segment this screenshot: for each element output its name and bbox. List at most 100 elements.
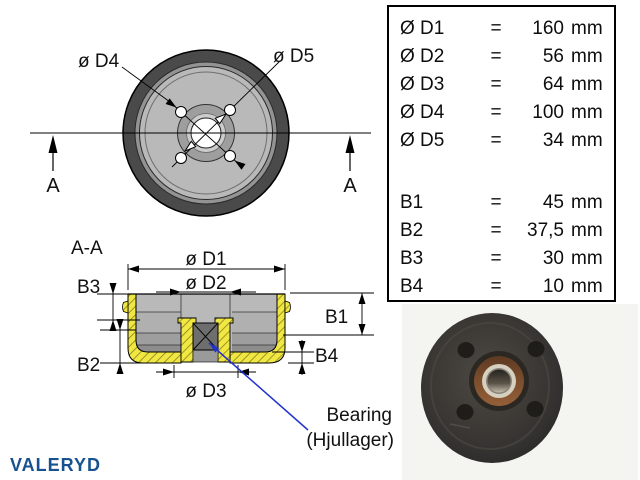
bolt-circle-arrowhead <box>234 160 246 170</box>
photo-bolt-hole <box>457 342 475 358</box>
dim-value: 100 <box>532 102 564 123</box>
dim-d1: ø D1 <box>127 249 286 290</box>
table-row: Ø D1 = 160 mm <box>389 15 614 43</box>
section-step <box>232 333 277 345</box>
dim-value: 45 <box>542 192 564 213</box>
table-row: Ø D2 = 56 mm <box>389 43 614 71</box>
dim-value: 56 <box>542 46 564 67</box>
dim-name: Ø D4 <box>400 102 445 123</box>
dim-value: 64 <box>542 74 564 95</box>
bolt-hole <box>175 152 187 164</box>
dim-unit: mm <box>571 130 603 151</box>
d2-label: ø D2 <box>185 273 226 294</box>
dim-unit: mm <box>571 46 603 67</box>
b2-label: B2 <box>77 355 100 376</box>
dim-unit: mm <box>571 248 603 269</box>
dim-unit: mm <box>571 74 603 95</box>
dim-name: Ø D1 <box>400 18 445 39</box>
dim-d2: ø D2 <box>156 273 256 296</box>
d5-label: ø D5 <box>273 46 314 67</box>
equals: = <box>490 74 502 95</box>
d4-leader <box>121 66 171 103</box>
table-row: B3 = 30 mm <box>389 245 614 273</box>
equals: = <box>490 130 502 151</box>
equals: = <box>490 248 502 269</box>
dim-d3: ø D3 <box>156 365 256 402</box>
dim-b4: B4 <box>272 340 339 375</box>
dim-name: Ø D5 <box>400 130 445 151</box>
dim-name: B3 <box>400 248 424 269</box>
dim-value: 10 <box>542 276 564 297</box>
section-step <box>136 312 181 333</box>
dim-value: 160 <box>532 18 564 39</box>
bore-d3 <box>192 349 219 363</box>
section-letter-left: A <box>46 175 60 197</box>
equals: = <box>490 192 502 213</box>
dim-name: Ø D2 <box>400 46 445 67</box>
equals: = <box>490 276 502 297</box>
equals: = <box>490 46 502 67</box>
dim-value: 30 <box>542 248 564 269</box>
section-step-lines <box>136 294 277 346</box>
section-step <box>136 345 181 352</box>
d4-label: ø D4 <box>78 51 120 72</box>
dim-unit: mm <box>571 18 603 39</box>
d5-arrowhead <box>183 140 197 153</box>
equals: = <box>490 102 502 123</box>
bolt-hole <box>224 150 236 162</box>
section-arrowhead-left <box>48 135 58 153</box>
valeryd-logo: VALERYD <box>10 455 102 475</box>
dim-unit: mm <box>571 276 603 297</box>
dim-name: B1 <box>400 192 424 213</box>
equals: = <box>490 220 502 241</box>
bearing-callout: Bearing (Hjullager) <box>208 342 394 451</box>
flange-lug-left <box>122 300 129 314</box>
photo-scratch-mark <box>449 423 471 429</box>
bolt-hole <box>224 104 236 116</box>
section-title: A-A <box>71 238 103 259</box>
photo-bolt-hole <box>456 404 474 420</box>
section-step <box>232 345 277 352</box>
product-photo <box>402 304 638 480</box>
dim-unit: mm <box>571 102 603 123</box>
dim-unit: mm <box>571 220 603 241</box>
dim-b2: B2 <box>77 319 143 376</box>
table-row: B4 = 10 mm <box>389 273 614 301</box>
equals: = <box>490 18 502 39</box>
section-step <box>232 312 277 333</box>
dim-name: B4 <box>400 276 424 297</box>
section-step <box>136 333 181 345</box>
d1-label: ø D1 <box>185 249 226 270</box>
dim-name: B2 <box>400 220 424 241</box>
b3-label: B3 <box>77 277 100 298</box>
bolt-hole <box>175 106 187 118</box>
bearing-callout-text-sv: (Hjullager) <box>306 430 394 451</box>
b1-label: B1 <box>325 307 348 328</box>
d3-label: ø D3 <box>185 381 226 402</box>
photo-bolt-hole <box>526 401 544 417</box>
dim-value: 37,5 <box>527 220 564 241</box>
section-letter-right: A <box>343 175 357 197</box>
front-view: ø D4 ø D5 A A <box>30 46 371 217</box>
section-view: A-A <box>71 238 394 451</box>
dim-b1: B1 <box>283 292 374 336</box>
photo-center-bore <box>487 369 511 393</box>
flange-lug-right <box>284 300 291 314</box>
bearing-callout-text: Bearing <box>327 405 393 426</box>
bearing-cross <box>192 322 219 351</box>
table-spacer <box>389 155 614 189</box>
photo-bolt-hole <box>527 341 545 357</box>
d4-arrowhead <box>165 98 177 108</box>
dim-unit: mm <box>571 192 603 213</box>
dim-b3: B3 <box>77 277 140 331</box>
photo-drum-rim <box>430 322 550 450</box>
table-row: Ø D4 = 100 mm <box>389 99 614 127</box>
table-row: Ø D5 = 34 mm <box>389 127 614 155</box>
section-arrowhead-right <box>345 135 355 153</box>
dimensions-table: Ø D1 = 160 mm Ø D2 = 56 mm Ø D3 = 64 mm … <box>387 5 616 302</box>
d5-arrowhead <box>214 112 228 125</box>
dim-value: 34 <box>542 130 564 151</box>
table-row: B2 = 37,5 mm <box>389 217 614 245</box>
